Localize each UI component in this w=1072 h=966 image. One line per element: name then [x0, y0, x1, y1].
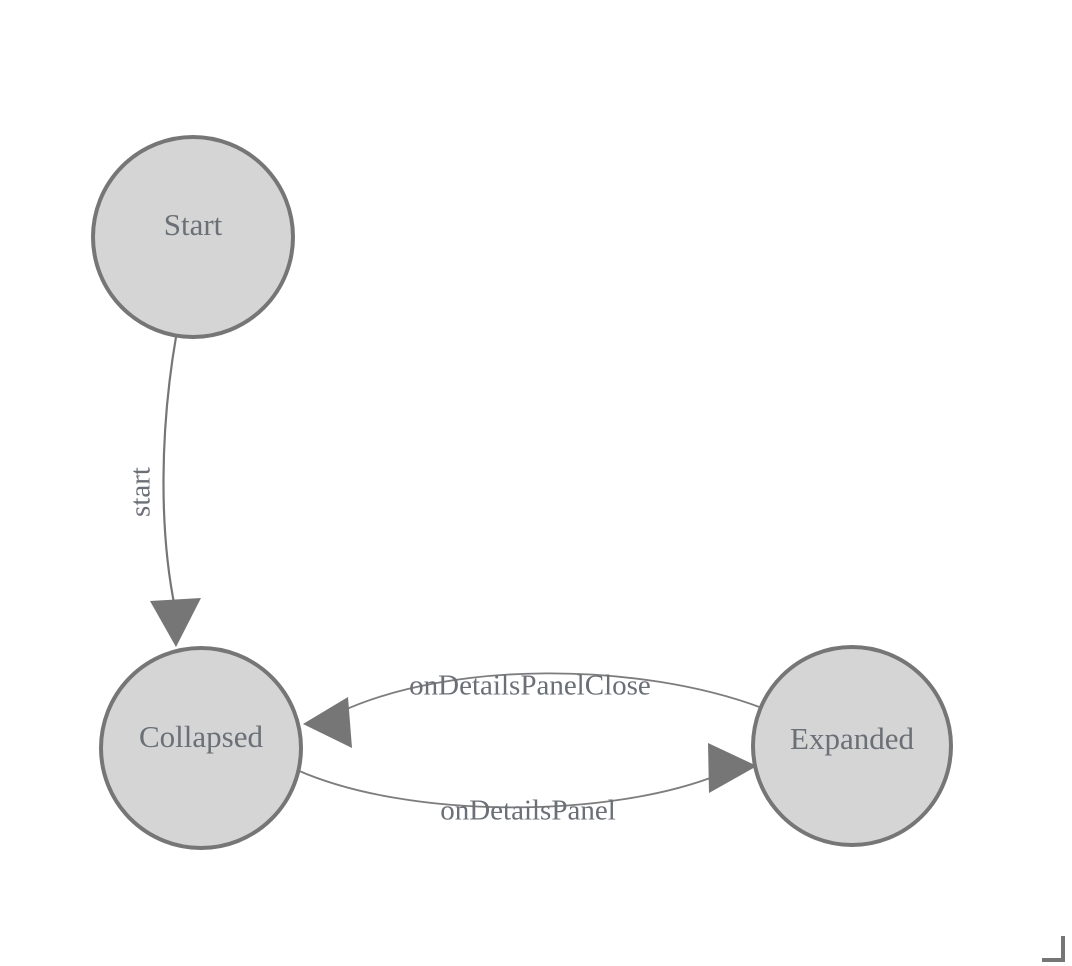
node-start[interactable]: Start [91, 135, 295, 339]
edge-expanded-to-collapsed[interactable]: onDetailsPanelClose [303, 670, 763, 748]
canvas-corner-handle-mark [1042, 936, 1065, 962]
node-collapsed-label: Collapsed [139, 719, 263, 754]
edge-start-to-collapsed-label: start [125, 467, 157, 517]
node-collapsed[interactable]: Collapsed [99, 646, 303, 850]
edge-collapsed-to-expanded-label: onDetailsPanel [440, 795, 616, 827]
edge-collapsed-to-expanded-arrowhead [708, 743, 757, 793]
node-expanded-label: Expanded [790, 721, 914, 756]
edge-expanded-to-collapsed-label: onDetailsPanelClose [409, 670, 651, 702]
edge-expanded-to-collapsed-path [337, 672, 763, 714]
node-expanded[interactable]: Expanded [751, 645, 953, 847]
canvas-corner-handle[interactable] [1042, 936, 1065, 962]
edge-expanded-to-collapsed-arrowhead [303, 697, 352, 748]
edge-start-to-collapsed-path [162, 336, 178, 609]
node-start-circle [91, 135, 295, 339]
edge-collapsed-to-expanded-path [296, 769, 719, 809]
node-collapsed-circle [99, 646, 303, 850]
node-expanded-circle [751, 645, 953, 847]
edge-collapsed-to-expanded[interactable]: onDetailsPanel [296, 743, 757, 827]
edge-start-to-collapsed[interactable]: start [125, 336, 201, 647]
node-start-label: Start [164, 207, 223, 242]
edge-start-to-collapsed-arrowhead [150, 598, 201, 647]
